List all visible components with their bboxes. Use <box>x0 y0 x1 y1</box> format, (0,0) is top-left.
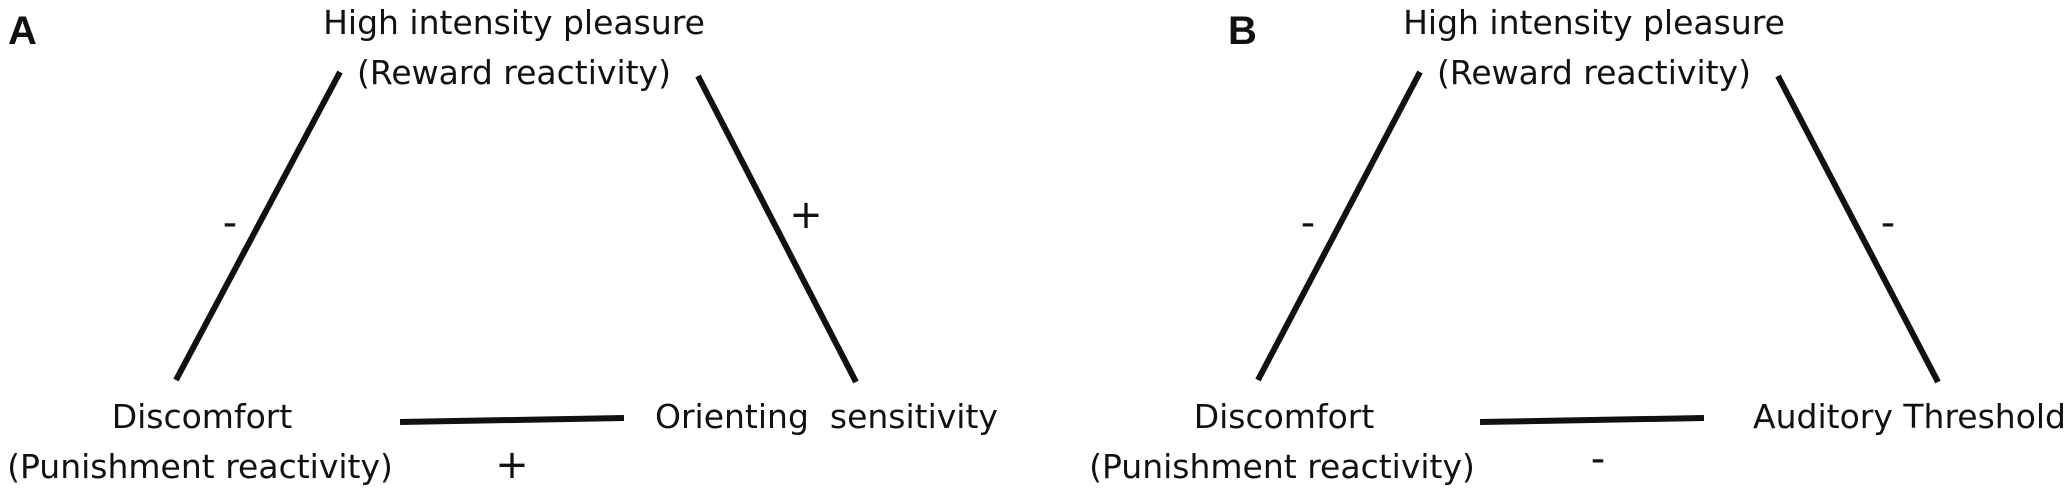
edge-top-left-b <box>1255 70 1423 382</box>
edge-top-right-b <box>1775 74 1941 384</box>
edge-bottom-a <box>399 415 625 425</box>
edge-sign-top-left-a: - <box>223 200 237 246</box>
left-node-line1-b: Discomfort <box>1194 397 1375 436</box>
edge-sign-top-right-a: + <box>789 192 823 238</box>
panel-a: A High intensity pleasure (Reward reacti… <box>7 3 998 488</box>
edge-bottom-b <box>1479 415 1705 425</box>
panel-b: B High intensity pleasure (Reward reacti… <box>1089 3 2066 486</box>
left-node-line2-b: (Punishment reactivity) <box>1089 447 1475 486</box>
top-node-line2-b: (Reward reactivity) <box>1437 53 1751 92</box>
top-node-line1-a: High intensity pleasure <box>323 3 705 42</box>
edge-sign-top-right-b: - <box>1881 200 1895 246</box>
left-node-line1-a: Discomfort <box>112 397 293 436</box>
right-node-b: Auditory Threshold <box>1753 397 2066 436</box>
top-node-line2-a: (Reward reactivity) <box>357 53 671 92</box>
edge-top-right-a <box>695 74 859 384</box>
panel-label-a: A <box>8 9 37 53</box>
edge-sign-bottom-a: + <box>495 442 529 488</box>
left-node-line2-a: (Punishment reactivity) <box>7 447 393 486</box>
panel-label-b: B <box>1228 9 1257 53</box>
top-node-line1-b: High intensity pleasure <box>1403 3 1785 42</box>
edge-sign-top-left-b: - <box>1301 200 1315 246</box>
edge-sign-bottom-b: - <box>1591 436 1605 482</box>
right-node-a: Orienting sensitivity <box>655 397 998 436</box>
edge-top-left-a <box>173 70 343 382</box>
